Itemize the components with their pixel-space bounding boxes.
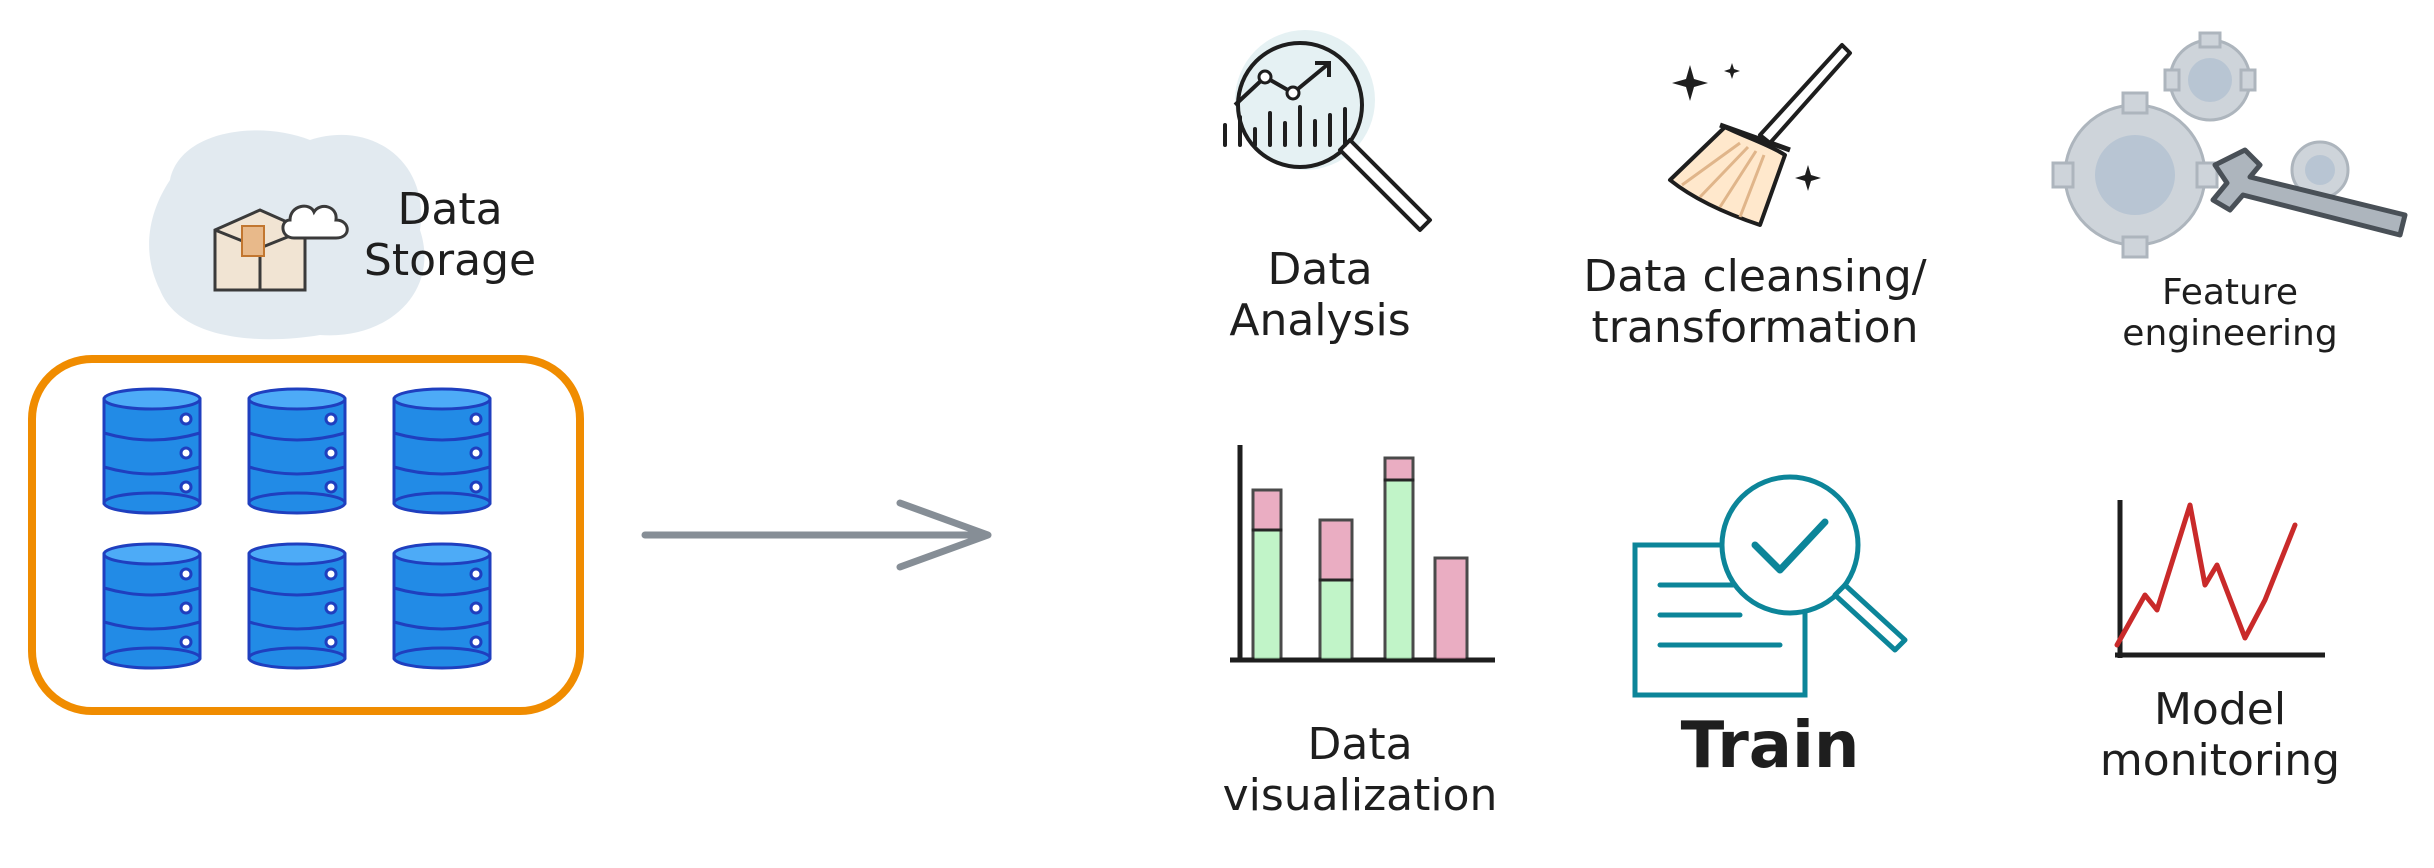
analysis-label-line1: Data (1267, 244, 1373, 295)
database-icon-4 (102, 542, 202, 670)
cleansing-label: Data cleansing/ transformation (1555, 251, 1955, 353)
train-label: Train (1620, 709, 1920, 784)
analysis-label: Data Analysis (1180, 244, 1460, 346)
database-icon-1 (102, 387, 202, 515)
storage-label-line2: Storage (363, 234, 537, 286)
feature-label-line1: Feature (2161, 272, 2299, 313)
database-icon-3 (392, 387, 492, 515)
analysis-label-line2: Analysis (1229, 294, 1411, 346)
database-icon-6 (392, 542, 492, 670)
visualization-label-line1: Data (1307, 719, 1413, 770)
feature-label: Feature engineering (2080, 272, 2380, 355)
cleansing-label-line2: transformation (1591, 301, 1919, 353)
bar-chart-icon (1230, 445, 1495, 663)
storage-label: Data Storage (350, 184, 550, 286)
visualization-label: Data visualization (1200, 719, 1520, 821)
visualization-label-line2: visualization (1222, 769, 1498, 821)
monitoring-label: Model monitoring (2070, 684, 2370, 786)
monitoring-label-line2: monitoring (2099, 734, 2341, 786)
database-icon-2 (247, 387, 347, 515)
flow-arrow (641, 499, 992, 571)
package-icon (213, 204, 349, 292)
cleansing-label-line1: Data cleansing/ (1583, 251, 1927, 302)
monitoring-label-line1: Model (2153, 684, 2287, 735)
line-chart-icon (2114, 500, 2325, 658)
gears-wrench-icon (2051, 31, 2408, 259)
storage-label-line1: Data (397, 184, 503, 235)
analysis-magnifier-icon (1223, 30, 1432, 232)
train-doc-magnifier-icon (1632, 474, 1908, 698)
train-label-line1: Train (1680, 709, 1860, 783)
storage-box (28, 355, 584, 715)
broom-icon (1668, 43, 1852, 227)
database-icon-5 (247, 542, 347, 670)
feature-label-line2: engineering (2122, 313, 2338, 355)
